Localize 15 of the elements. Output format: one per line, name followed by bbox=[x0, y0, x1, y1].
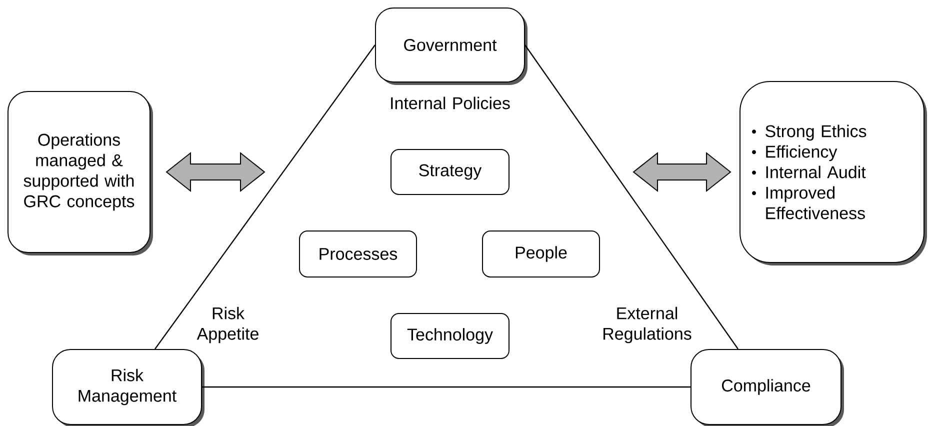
rounded-box: Risk Management bbox=[52, 349, 204, 426]
rounded-box: Strong Ethics Efficiency Internal Audit Improved Effectiveness bbox=[740, 81, 927, 266]
connector-line bbox=[202, 386, 690, 388]
label-box: Strategy bbox=[390, 149, 510, 195]
region-label: Internal Policies bbox=[391, 96, 510, 110]
label-box: People bbox=[482, 230, 600, 278]
rounded-box: Compliance bbox=[690, 349, 844, 426]
region-label: External Regulations bbox=[604, 306, 692, 344]
rounded-box: Operations managed & supported with GRC concepts bbox=[8, 91, 153, 256]
label-box: Technology bbox=[390, 313, 510, 359]
label-box: Processes bbox=[299, 230, 417, 278]
region-label: Risk Appetite bbox=[196, 306, 258, 344]
connector-line bbox=[524, 44, 738, 350]
connector-line bbox=[154, 44, 376, 350]
rounded-box: Government bbox=[375, 8, 528, 85]
